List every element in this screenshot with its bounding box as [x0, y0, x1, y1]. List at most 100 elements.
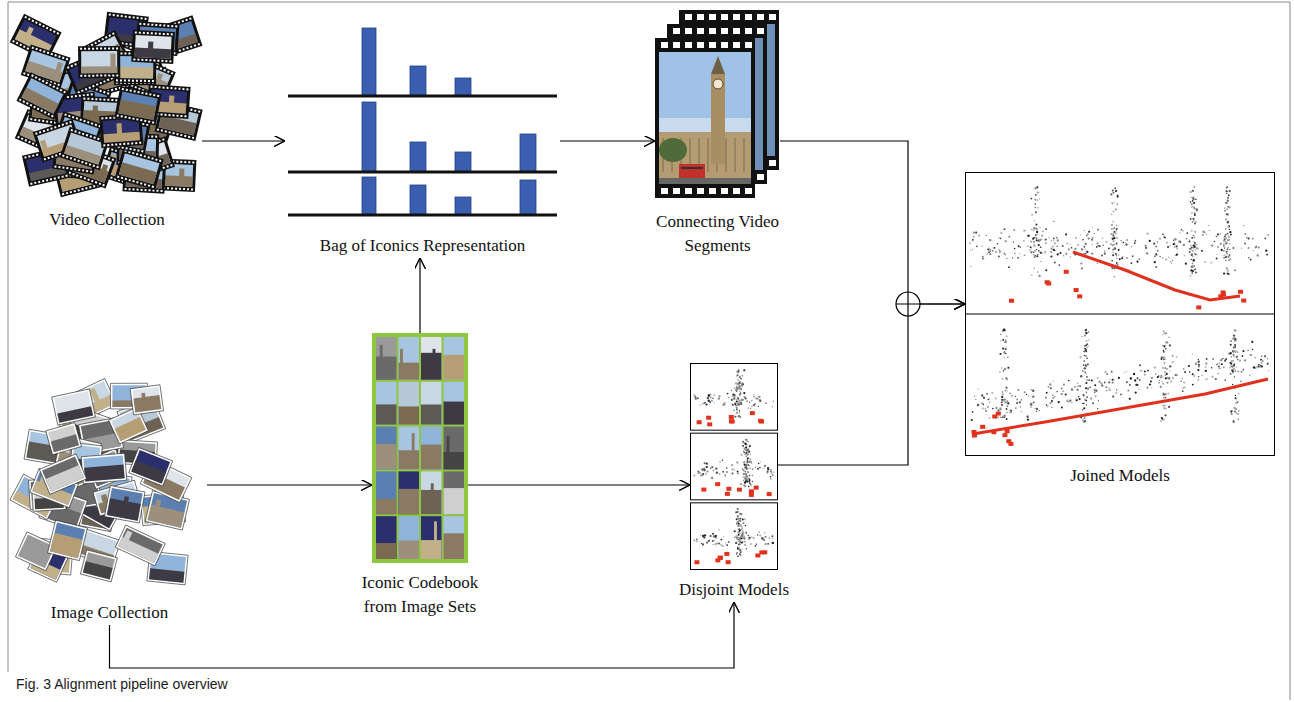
- point-cloud: [995, 251, 997, 253]
- point-cloud: [1226, 267, 1228, 269]
- point-cloud: [1217, 233, 1219, 235]
- photo-tower: [124, 496, 129, 502]
- photo-sky: [135, 35, 172, 59]
- point-cloud: [749, 474, 751, 476]
- point-cloud: [1195, 199, 1197, 201]
- point-cloud: [744, 544, 746, 546]
- film-sprocket: [709, 42, 716, 48]
- point-cloud: [741, 514, 743, 516]
- point-cloud: [1227, 239, 1229, 241]
- photo-print: [46, 423, 82, 455]
- point-cloud: [1031, 229, 1032, 230]
- point-cloud: [740, 513, 741, 514]
- point-cloud: [1032, 237, 1034, 239]
- point-cloud: [737, 373, 738, 374]
- photo-building: [115, 417, 146, 441]
- point-cloud: [763, 539, 765, 541]
- point-cloud: [1083, 253, 1084, 254]
- point-cloud: [748, 486, 749, 487]
- flow-arrow: [419, 258, 420, 333]
- point-cloud: [1135, 240, 1137, 242]
- histogram-bar: [362, 102, 376, 172]
- point-cloud: [1126, 239, 1128, 241]
- point-cloud: [1192, 373, 1194, 375]
- point-cloud: [1106, 241, 1108, 243]
- point-cloud: [1195, 269, 1197, 271]
- camera-marker: [694, 560, 699, 564]
- point-cloud: [1230, 340, 1232, 342]
- point-cloud: [1110, 193, 1112, 195]
- point-cloud: [1147, 233, 1149, 235]
- photo-tower: [447, 436, 450, 452]
- point-cloud: [753, 394, 754, 395]
- point-cloud: [758, 399, 760, 401]
- point-cloud: [1224, 210, 1225, 211]
- point-cloud: [1006, 418, 1008, 420]
- point-cloud: [1071, 247, 1073, 249]
- camera-marker: [701, 488, 706, 492]
- point-cloud: [1153, 243, 1155, 245]
- point-cloud: [1035, 234, 1037, 236]
- point-cloud: [760, 462, 761, 463]
- point-cloud: [744, 467, 745, 468]
- point-cloud: [1030, 403, 1032, 405]
- point-cloud: [744, 448, 745, 449]
- point-cloud: [747, 479, 749, 481]
- point-cloud: [720, 544, 721, 545]
- point-cloud: [1252, 250, 1254, 252]
- point-cloud: [737, 374, 739, 376]
- point-cloud: [1208, 230, 1210, 232]
- film-sprockets: [62, 185, 99, 194]
- point-cloud: [745, 480, 747, 482]
- film-frame: [655, 38, 755, 198]
- point-cloud: [740, 388, 742, 390]
- point-cloud: [1174, 238, 1176, 240]
- film-sprocket: [745, 188, 752, 194]
- point-cloud: [1086, 400, 1087, 401]
- point-cloud: [738, 402, 740, 404]
- point-cloud: [999, 407, 1001, 409]
- point-cloud: [747, 441, 748, 442]
- camera-marker: [729, 419, 734, 423]
- point-cloud: [1265, 249, 1267, 251]
- point-cloud: [1004, 348, 1006, 350]
- point-cloud: [1030, 251, 1032, 253]
- point-cloud: [1225, 202, 1227, 204]
- point-cloud: [1189, 251, 1191, 253]
- point-cloud: [1192, 250, 1193, 251]
- point-cloud: [734, 469, 735, 470]
- point-cloud: [1260, 366, 1262, 368]
- film-sprocket: [673, 188, 680, 194]
- point-cloud: [1223, 255, 1225, 257]
- point-cloud: [1113, 211, 1115, 213]
- point-cloud: [737, 396, 739, 398]
- point-cloud: [1224, 236, 1226, 238]
- point-cloud: [741, 383, 743, 385]
- film-sprockets: [139, 24, 177, 27]
- point-cloud: [733, 397, 735, 399]
- point-cloud: [746, 446, 748, 448]
- point-cloud: [750, 484, 752, 486]
- point-cloud: [1235, 402, 1237, 404]
- point-cloud: [1181, 229, 1182, 230]
- point-cloud: [1235, 346, 1236, 347]
- point-cloud: [992, 408, 994, 410]
- point-cloud: [741, 538, 742, 539]
- point-cloud: [1037, 191, 1039, 193]
- point-cloud: [1131, 262, 1133, 264]
- point-cloud: [1016, 399, 1018, 401]
- film-sprockets: [117, 177, 154, 187]
- film-sprocket: [661, 42, 668, 48]
- photo-building: [399, 450, 420, 469]
- point-cloud: [1005, 377, 1007, 379]
- point-cloud: [736, 537, 738, 539]
- histogram-bar: [455, 197, 471, 215]
- point-cloud: [734, 387, 736, 389]
- point-cloud: [1229, 254, 1231, 256]
- point-cloud: [1163, 350, 1164, 351]
- point-cloud: [1160, 375, 1162, 377]
- point-cloud: [1154, 366, 1156, 368]
- stage-illustration: [285, 20, 560, 220]
- film-base: [131, 30, 175, 64]
- histogram-bar: [362, 177, 376, 215]
